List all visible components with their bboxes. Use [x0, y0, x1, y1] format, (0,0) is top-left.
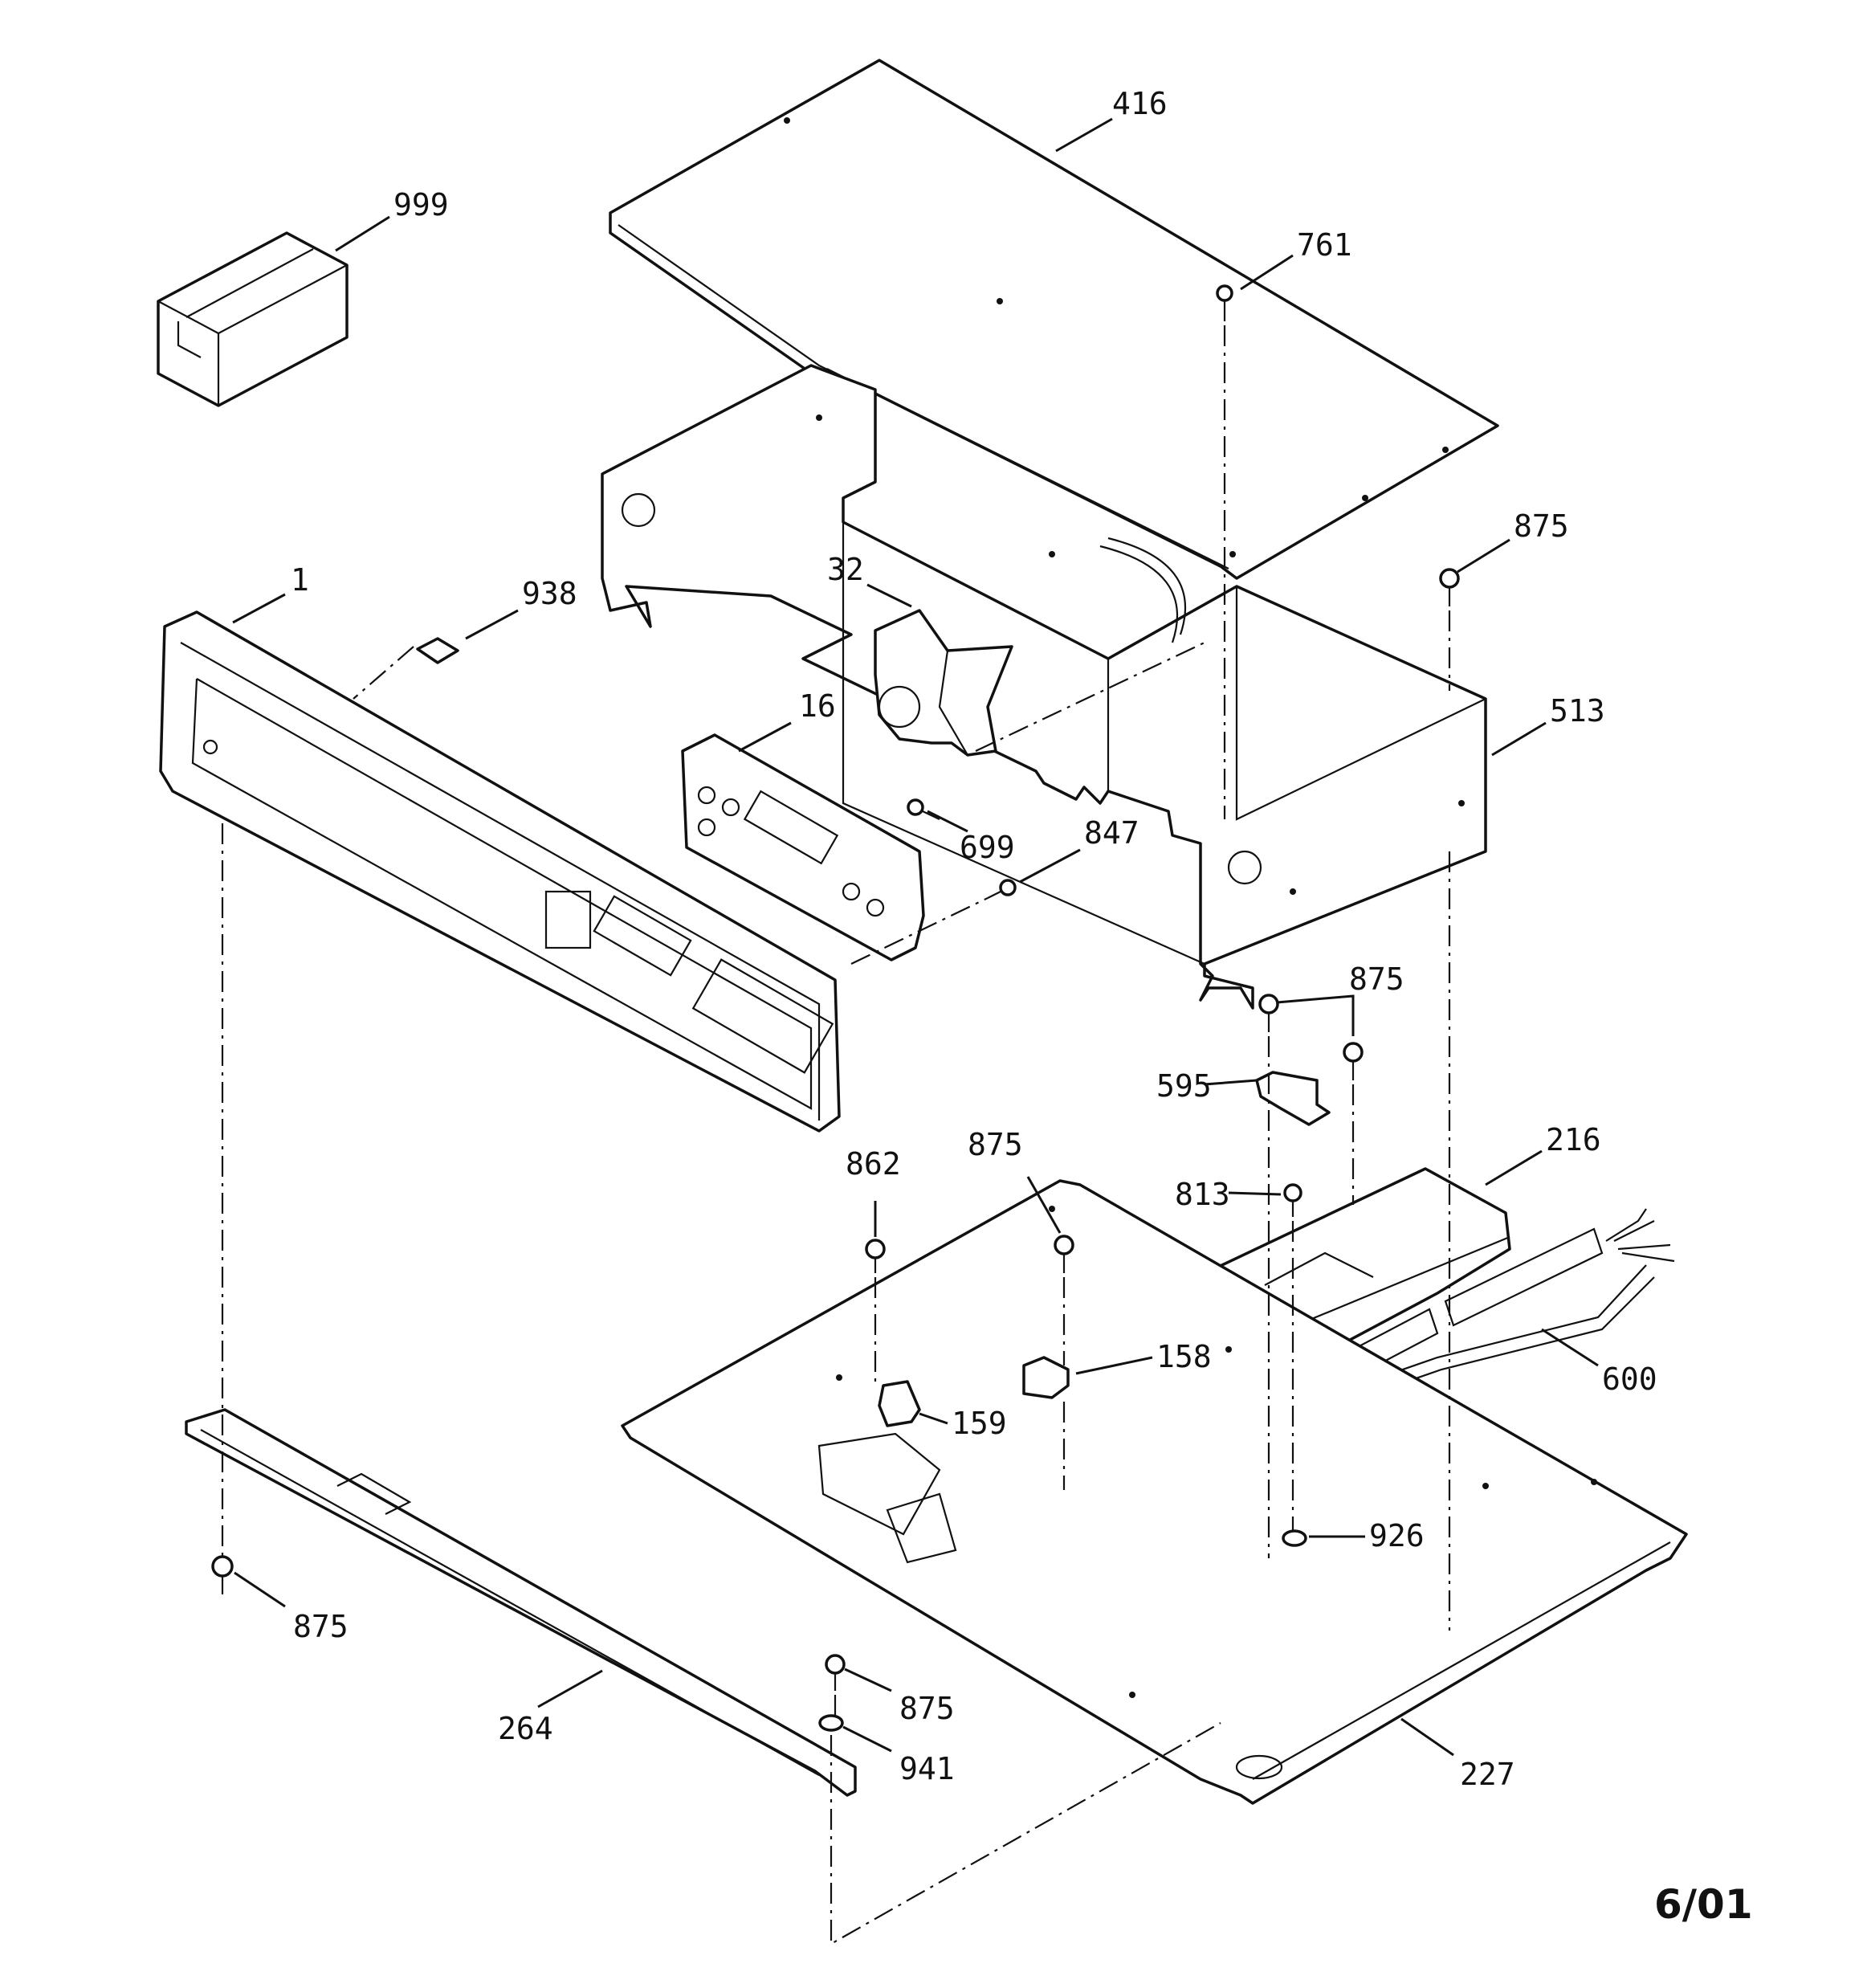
screw-875-e-icon — [825, 1654, 846, 1691]
part-999-box — [157, 231, 349, 407]
washer-941-icon — [818, 1714, 844, 1732]
callout-600: 600 — [1602, 1361, 1657, 1397]
screw-761-icon — [1216, 284, 1233, 321]
callout-761: 761 — [1297, 227, 1352, 263]
screw-875-b1-icon — [1258, 994, 1279, 1032]
callout-926: 926 — [1369, 1518, 1425, 1553]
part-1-control-panel — [159, 610, 841, 1133]
callout-941: 941 — [899, 1751, 955, 1786]
callout-862: 862 — [846, 1146, 901, 1182]
callout-1: 1 — [291, 562, 309, 598]
part-416-top-cover — [609, 59, 1499, 580]
screw-813-icon — [1283, 1183, 1302, 1217]
callout-847: 847 — [1084, 815, 1139, 851]
part-32-fan-motor — [874, 609, 1013, 757]
callout-513: 513 — [1550, 693, 1605, 729]
callout-416: 416 — [1112, 86, 1168, 121]
leader-lines — [232, 117, 1599, 1757]
part-938-clip — [416, 637, 459, 664]
callout-264: 264 — [498, 1711, 553, 1746]
screw-862-icon — [865, 1239, 886, 1273]
revision-date: 6/01 — [1654, 1881, 1753, 1928]
callout-875-b: 875 — [1349, 961, 1404, 997]
part-227-base-panel — [621, 1179, 1688, 1805]
callout-938: 938 — [522, 576, 577, 611]
callout-216: 216 — [1546, 1122, 1601, 1157]
screw-875-a-icon — [1439, 568, 1460, 606]
callout-227: 227 — [1460, 1757, 1515, 1792]
callout-875-a: 875 — [1514, 508, 1569, 544]
screw-875-d-icon — [211, 1555, 234, 1594]
callout-159: 159 — [952, 1406, 1007, 1441]
callout-595: 595 — [1156, 1068, 1212, 1104]
callout-875-c: 875 — [968, 1127, 1023, 1162]
callout-875-d: 875 — [293, 1609, 349, 1644]
callout-158: 158 — [1156, 1339, 1212, 1374]
screw-875-c-icon — [1054, 1235, 1074, 1273]
callout-labels: 416 999 761 875 32 1 938 16 513 699 847 … — [291, 86, 1753, 1928]
callout-699: 699 — [960, 830, 1015, 865]
part-595-bracket — [1255, 1071, 1331, 1126]
callout-813: 813 — [1175, 1177, 1230, 1212]
part-513-wrapper — [601, 364, 1487, 1010]
callout-32: 32 — [827, 552, 864, 587]
part-159-thermostat — [878, 1380, 921, 1427]
part-264-trim — [185, 1408, 857, 1797]
assembly-lines — [221, 325, 1451, 1945]
callout-875-e: 875 — [899, 1691, 955, 1726]
callout-16: 16 — [799, 688, 836, 724]
part-16-control-board — [681, 733, 925, 961]
callout-999: 999 — [393, 187, 449, 222]
screw-875-b2-icon — [1343, 1042, 1364, 1080]
screw-847-icon — [987, 879, 1017, 899]
part-158-thermostat — [1022, 1356, 1070, 1399]
washer-926-icon — [1282, 1529, 1307, 1547]
screw-699-icon — [907, 798, 940, 820]
